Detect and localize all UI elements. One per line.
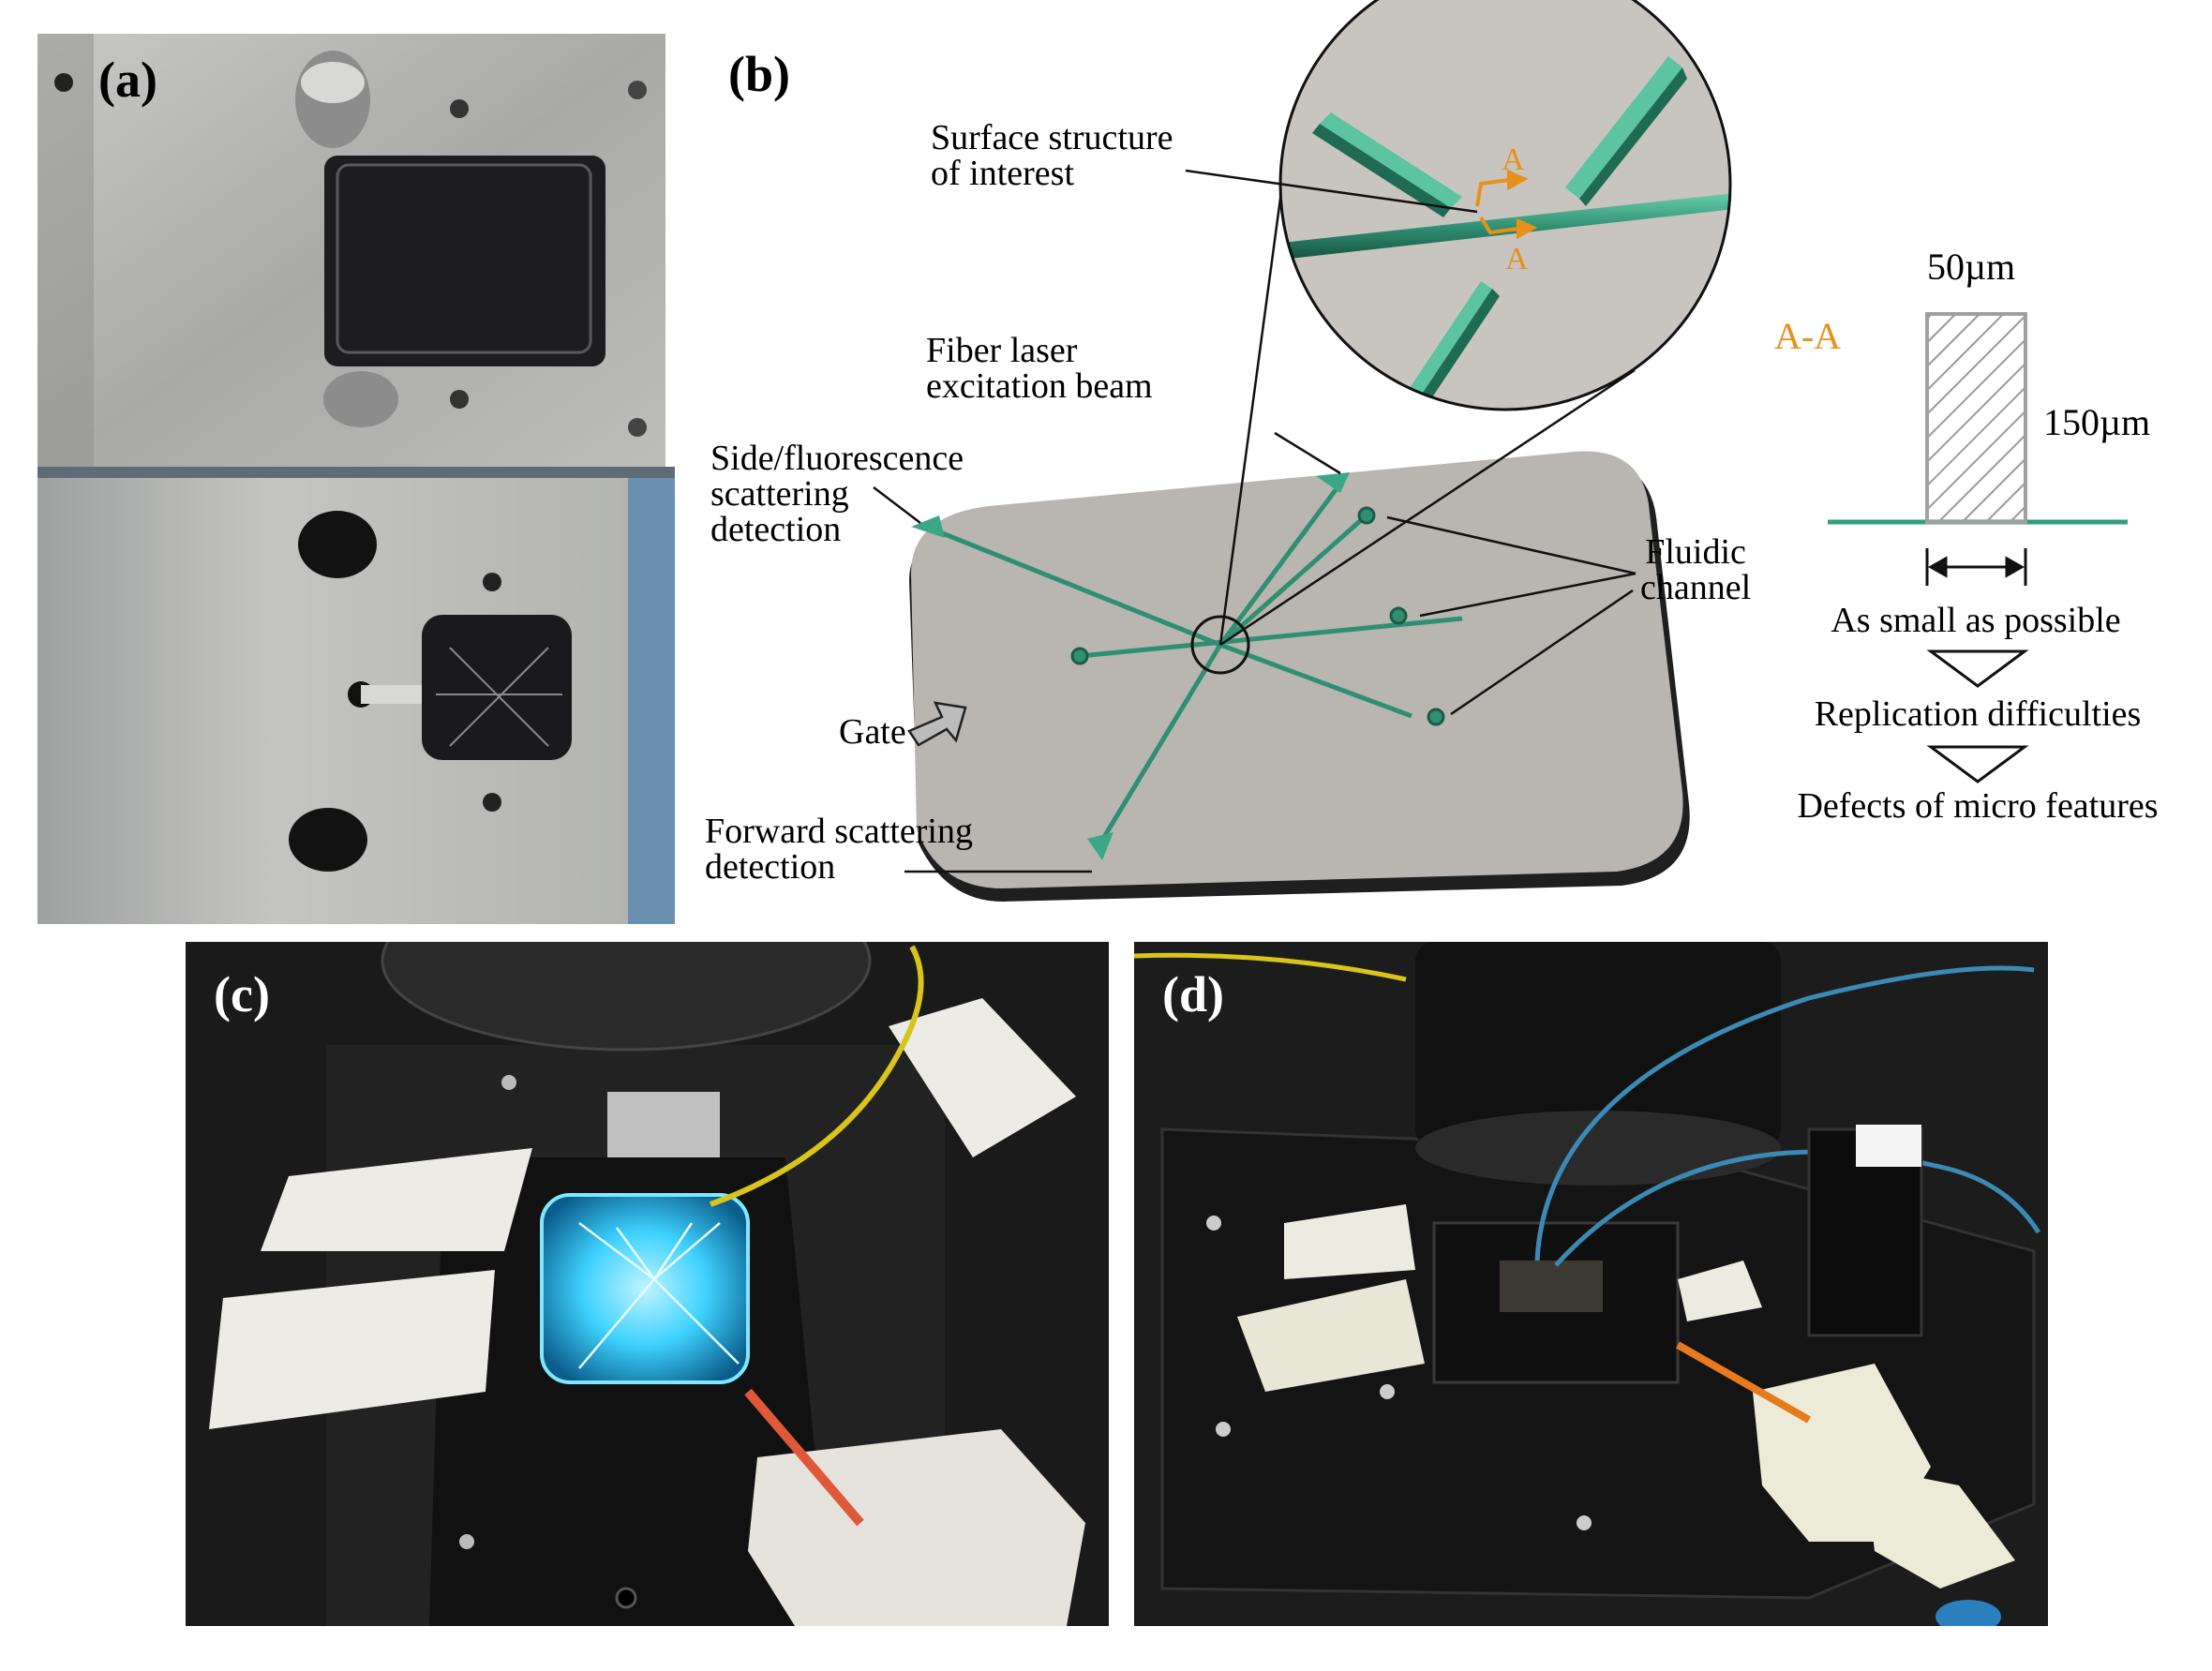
- tissue-1: [261, 1148, 532, 1251]
- tissue-2: [1237, 1279, 1425, 1392]
- section-label: A-A: [1774, 315, 1842, 357]
- leader-lines: [873, 169, 1637, 873]
- tissue-4: [748, 1429, 1085, 1626]
- cross-section-diagram: [1828, 312, 2128, 783]
- label-gate: Gate: [839, 712, 906, 752]
- chip-top-surface: [911, 451, 1683, 888]
- section-marker-top: A: [1502, 142, 1525, 177]
- guide-pin-mid: [323, 371, 398, 427]
- section-arrow-icon: [1475, 169, 1538, 240]
- tissue-2: [209, 1270, 495, 1429]
- gate-arrow-icon: [907, 701, 967, 747]
- yellow-fiber: [709, 945, 924, 1207]
- magnified-view: [1278, 0, 1732, 411]
- panel-a-label: (a): [98, 52, 157, 108]
- panel-b-diagram: [873, 0, 2128, 902]
- panel-c-photo: [186, 870, 1109, 1626]
- tissue-3: [889, 998, 1076, 1157]
- hole-1: [298, 511, 377, 578]
- microfluidic-chip: [909, 451, 1690, 902]
- tissue-3: [1678, 1261, 1762, 1321]
- tissue-5: [1865, 1467, 2015, 1589]
- down-arrow-icon-2: [1926, 745, 2029, 783]
- objective-lens: [1415, 942, 1781, 1148]
- flow-step-3: Defects of micro features: [1797, 786, 2159, 826]
- micro-feature-section: [1925, 312, 2027, 524]
- label-side-scatter: Side/fluorescence scattering detection: [710, 439, 964, 549]
- width-dimension: 50µm: [1927, 246, 2016, 288]
- double-arrow-icon: [1925, 548, 2027, 586]
- down-arrow-icon: [1926, 649, 2029, 688]
- panel-d-photo: [1133, 942, 2048, 1634]
- panel-d: (d): [1133, 942, 2048, 1634]
- flow-step-1: As small as possible: [1831, 601, 2121, 640]
- mold-insert-bottom: [422, 615, 572, 760]
- label-forward-scatter: Forward scattering detection: [705, 812, 973, 887]
- detail-callout-small: [1190, 615, 1250, 675]
- panel-b: (b) Surface structure of interest Fiber …: [694, 0, 2212, 937]
- panel-b-label: (b): [728, 46, 790, 102]
- mold-cavity-top: [324, 156, 605, 366]
- label-fluidic-channel: Fluidic channel: [1640, 532, 1752, 607]
- panel-a: (a): [37, 34, 675, 924]
- red-fiber: [744, 1388, 864, 1527]
- panel-c-label: (c): [214, 966, 270, 1022]
- flow-step-2: Replication difficulties: [1814, 694, 2142, 734]
- tissue-1: [1284, 1204, 1415, 1279]
- label-fiber-laser: Fiber laser excitation beam: [926, 331, 1153, 406]
- section-marker-bottom: A: [1505, 242, 1529, 276]
- blue-tube-1: [1534, 965, 2035, 1261]
- chip-channels: [920, 482, 1463, 848]
- panel-a-photo: [37, 34, 675, 924]
- panel-c: (c): [186, 870, 1109, 1626]
- panel-d-label: (d): [1162, 966, 1224, 1022]
- height-dimension: 150µm: [2043, 401, 2151, 443]
- hole-2: [289, 808, 367, 872]
- orange-fiber: [1676, 1341, 1811, 1424]
- yellow-fiber: [1133, 952, 1407, 982]
- label-surface-structure: Surface structure of interest: [931, 118, 1173, 193]
